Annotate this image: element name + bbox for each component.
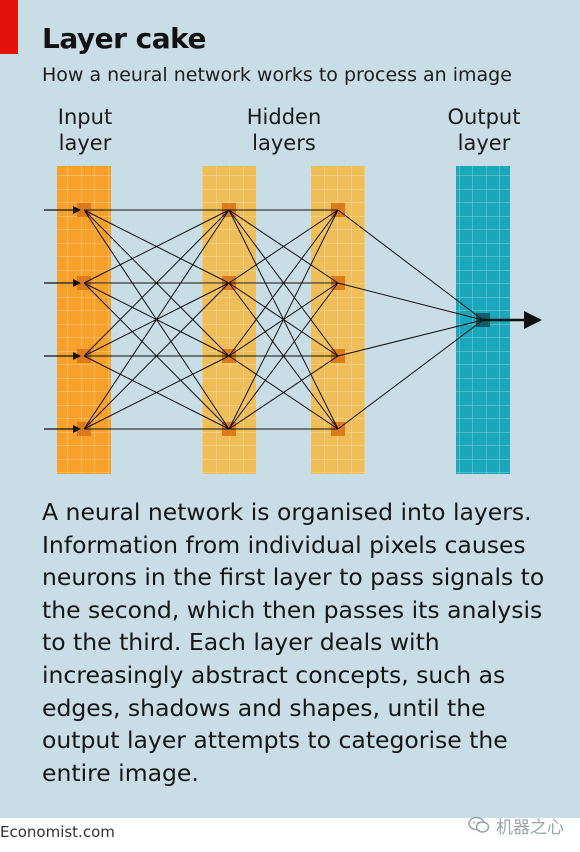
chart-title: Layer cake [42, 22, 207, 55]
section-tag [0, 0, 18, 54]
hidden-layers-label: Hidden layers [219, 104, 349, 156]
source-credit: Economist.com [0, 823, 115, 841]
input-layer [57, 166, 111, 474]
neural-network-diagram [44, 166, 542, 474]
output-arrowhead [524, 311, 542, 329]
watermark: 机器之心 [468, 814, 564, 838]
output-layer-label-line2: layer [457, 131, 511, 155]
connections-hidden1-hidden2 [228, 209, 339, 430]
input-layer-label-line1: Input [57, 105, 113, 129]
output-layer-label: Output layer [419, 104, 549, 156]
chart-subtitle: How a neural network works to process an… [42, 64, 512, 86]
output-layer-label-line1: Output [447, 105, 521, 129]
hidden-layers-label-line2: layers [252, 131, 316, 155]
input-layer-label-line2: layer [58, 131, 112, 155]
watermark-text: 机器之心 [496, 817, 564, 838]
body-line-9: entire image. [42, 758, 199, 787]
body-paragraph: A neural network is organised into layer… [42, 496, 562, 789]
body-line-8: output layer attempts to categorise the [42, 726, 508, 755]
input-layer-label: Input layer [20, 104, 150, 156]
body-line-1: A neural network is organised into layer… [42, 498, 532, 526]
input-arrows [44, 206, 81, 433]
hidden-layer-2 [311, 166, 365, 474]
body-line-4: the second, which then passes its analys… [42, 595, 543, 624]
output-arrow [483, 311, 542, 329]
body-line-5: to the third. Each layer deals with [42, 628, 440, 657]
infographic-panel: Layer cake How a neural network works to… [0, 0, 580, 818]
connections-hidden2-output [337, 209, 484, 430]
connections-input-hidden1 [83, 209, 230, 430]
body-line-2: Information from individual pixels cause… [42, 530, 526, 559]
body-line-7: edges, shadows and shapes, until the [42, 693, 486, 722]
wechat-icon [468, 816, 490, 833]
hidden-layers-label-line1: Hidden [246, 105, 322, 129]
hidden-layer-1 [202, 166, 256, 474]
body-line-6: increasingly abstract concepts, such as [42, 660, 506, 689]
body-line-3: neurons in the first layer to pass signa… [42, 563, 545, 592]
